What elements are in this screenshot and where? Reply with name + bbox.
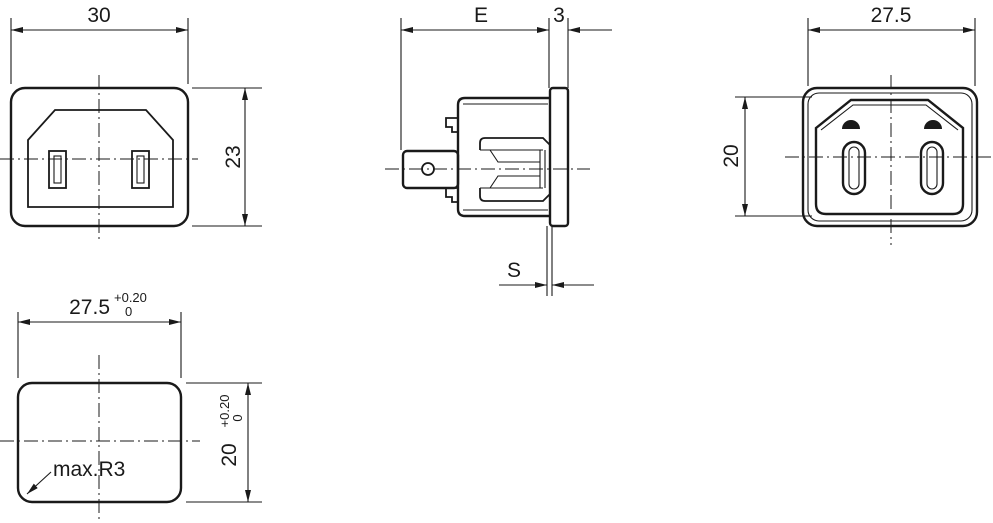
cutout-width-label: 27.5 bbox=[69, 296, 110, 319]
cutout-height-tol-upper: +0.20 bbox=[217, 395, 232, 428]
cutout-radius-leader bbox=[26, 471, 52, 495]
back-right-contact-inner bbox=[926, 146, 938, 190]
back-right-contact bbox=[919, 140, 945, 196]
side-view: E 3 S bbox=[385, 4, 612, 296]
cutout-width-tol-upper: +0.20 bbox=[114, 290, 147, 305]
back-left-contact-inner bbox=[848, 146, 860, 190]
front-left-contact-inner bbox=[53, 155, 62, 184]
front-view: 30 23 bbox=[0, 4, 262, 240]
back-socket-outline bbox=[814, 98, 965, 216]
side-panel-label: S bbox=[507, 259, 521, 282]
cutout-view: 27.5 +0.20 0 20 +0.20 0 max.R3 bbox=[0, 290, 262, 523]
side-depth-label: E bbox=[474, 4, 488, 27]
back-right-vent bbox=[924, 120, 942, 129]
front-right-contact-inner bbox=[136, 155, 145, 184]
side-flange bbox=[548, 86, 570, 228]
back-left-contact bbox=[841, 140, 867, 196]
front-left-contact bbox=[48, 150, 67, 189]
front-height-label: 23 bbox=[222, 145, 245, 168]
cutout-height-label: 20 bbox=[218, 443, 241, 466]
side-flange-label: 3 bbox=[553, 4, 565, 27]
front-width-label: 30 bbox=[87, 4, 110, 27]
cutout-height-tol-lower: 0 bbox=[230, 414, 245, 421]
front-socket-outline bbox=[27, 109, 174, 208]
front-right-contact bbox=[131, 150, 150, 189]
back-view: 27.5 20 bbox=[720, 4, 993, 245]
cutout-radius-label: max.R3 bbox=[53, 458, 125, 481]
back-width-label: 27.5 bbox=[871, 4, 912, 27]
back-height-label: 20 bbox=[720, 144, 743, 167]
back-left-vent bbox=[842, 120, 860, 129]
side-body bbox=[456, 96, 550, 218]
cutout-width-tol-lower: 0 bbox=[125, 304, 132, 319]
